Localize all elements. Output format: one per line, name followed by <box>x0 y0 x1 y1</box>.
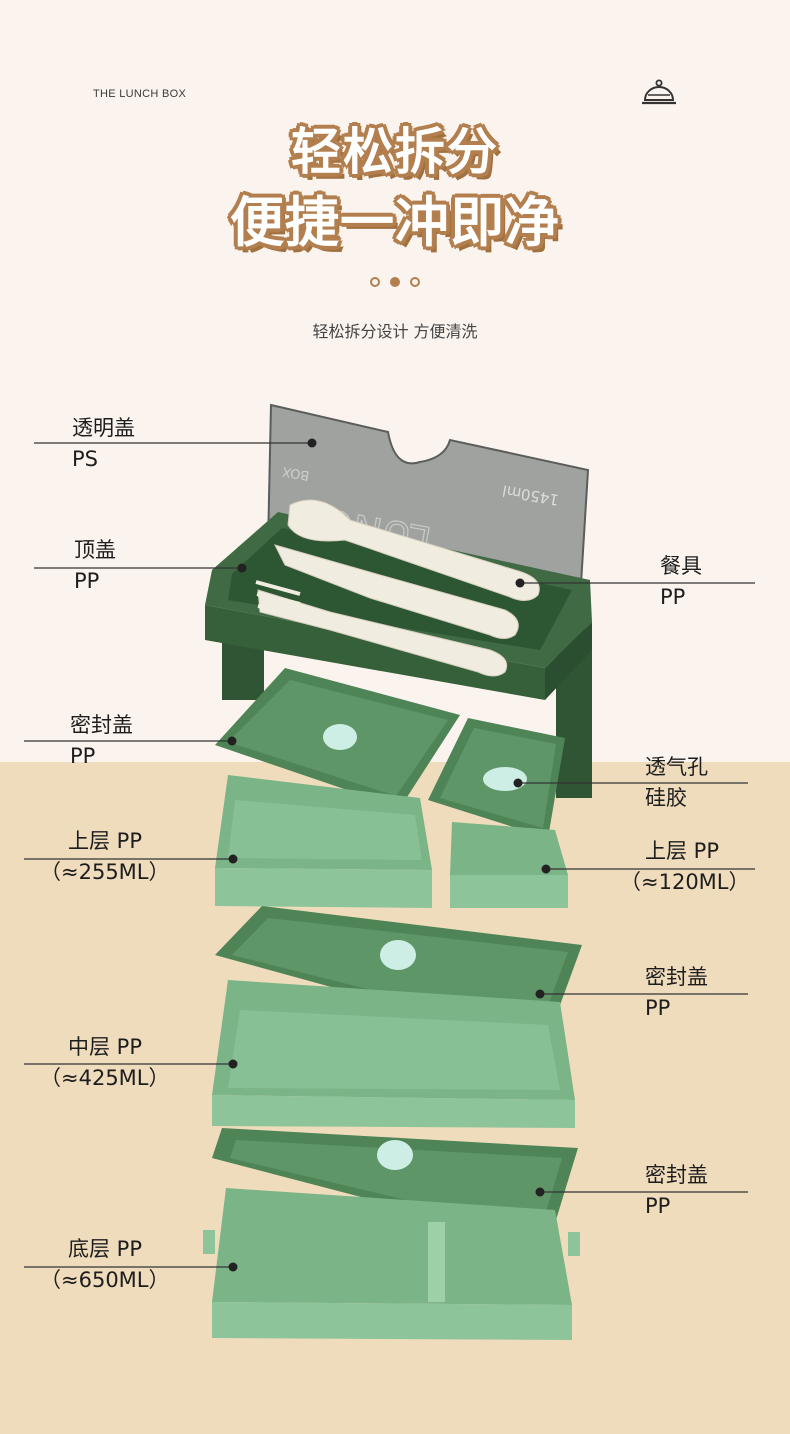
label-name: 密封盖 <box>645 965 708 989</box>
label-material: PP <box>645 1194 671 1218</box>
label-material: PP <box>660 585 686 609</box>
label-seal-lid-1: 密封盖 PP <box>70 710 133 772</box>
label-material: PP <box>74 569 100 593</box>
label-capacity: （≈425ML） <box>40 1066 170 1090</box>
label-vent: 透气孔 硅胶 <box>645 752 708 814</box>
label-middle: 中层 PP （≈425ML） <box>40 1032 170 1094</box>
label-name: 透气孔 <box>645 755 708 779</box>
label-seal-lid-2: 密封盖 PP <box>645 962 708 1024</box>
subtitle: 轻松拆分设计 方便清洗 <box>312 322 478 341</box>
pagination-dots <box>370 277 420 287</box>
brand-text: THE LUNCH BOX <box>93 88 187 100</box>
leader-lines <box>24 438 755 1272</box>
label-name: 餐具 <box>660 554 702 578</box>
label-name: 上层 PP <box>645 839 720 863</box>
lid-print-box: BOX <box>281 463 310 482</box>
seal-lid-small <box>428 718 565 838</box>
upper-left-tray <box>215 775 432 908</box>
label-material: 硅胶 <box>645 786 687 810</box>
label-top-cover: 顶盖 PP <box>74 535 116 597</box>
label-upper-right: 上层 PP （≈120ML） <box>620 836 750 898</box>
label-cutlery: 餐具 PP <box>660 551 702 613</box>
label-clear-lid: 透明盖 PS <box>72 413 135 475</box>
bottom-tray <box>203 1188 580 1340</box>
label-name: 密封盖 <box>70 713 133 737</box>
label-capacity: （≈650ML） <box>40 1268 170 1292</box>
label-upper-left: 上层 PP （≈255ML） <box>40 826 170 888</box>
label-material: PP <box>645 996 671 1020</box>
seal-lid-1 <box>215 668 460 808</box>
label-name: 底层 PP <box>68 1237 143 1261</box>
label-material: PP <box>70 744 96 768</box>
headline-line1: 轻松拆分 <box>291 123 499 181</box>
headline-line2: 便捷一冲即净 <box>230 191 560 254</box>
cloche-icon <box>642 79 676 105</box>
label-capacity: （≈255ML） <box>40 860 170 884</box>
upper-right-tray <box>450 822 568 908</box>
label-name: 顶盖 <box>74 538 116 562</box>
label-name: 上层 PP <box>68 829 143 853</box>
label-name: 透明盖 <box>72 416 135 440</box>
label-name: 中层 PP <box>68 1035 143 1059</box>
label-bottom: 底层 PP （≈650ML） <box>40 1234 170 1296</box>
label-capacity: （≈120ML） <box>620 870 750 894</box>
label-seal-lid-3: 密封盖 PP <box>645 1160 708 1222</box>
label-material: PS <box>72 447 98 471</box>
middle-tray <box>212 980 575 1128</box>
cutlery <box>255 499 540 677</box>
label-name: 密封盖 <box>645 1163 708 1187</box>
